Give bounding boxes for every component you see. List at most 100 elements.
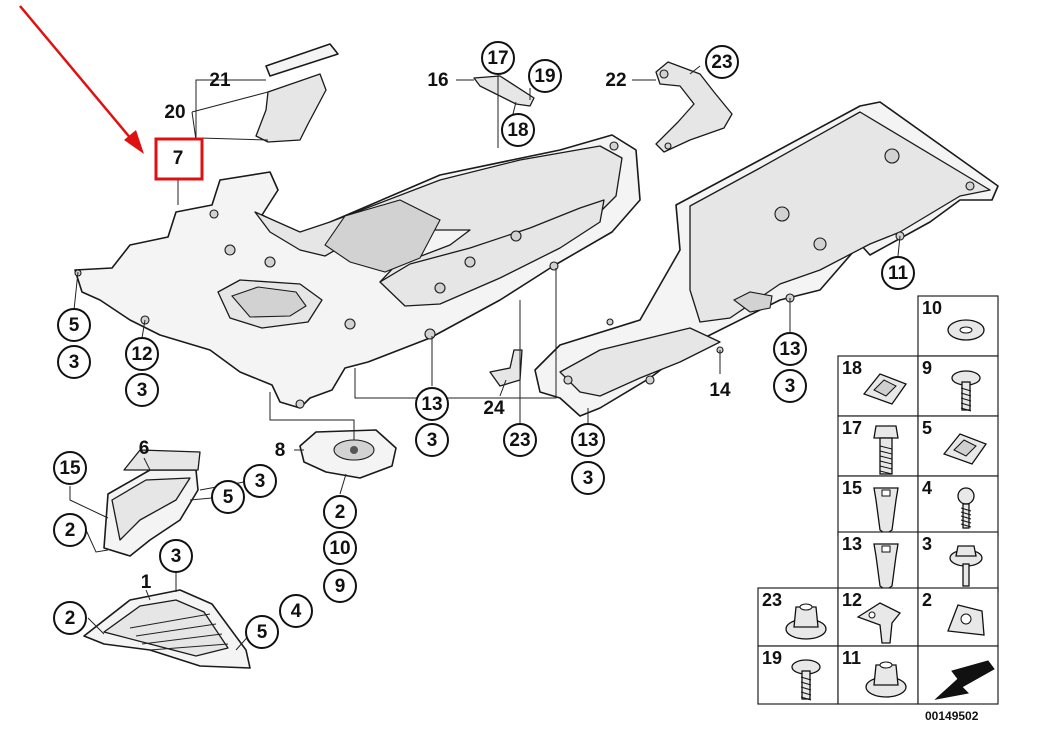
direction-arrow-icon (934, 660, 995, 700)
fastener-cell: 13 (837, 531, 919, 593)
callout-number: 4 (291, 601, 302, 622)
front-cover (83, 589, 251, 669)
fastener-cell: 15 (837, 475, 919, 537)
callout-circle (705, 45, 739, 79)
callout-3: 3 (415, 423, 449, 457)
callout-circle (571, 423, 605, 457)
collar-screw-icon (791, 659, 821, 701)
callout-number: 23 (509, 430, 530, 451)
fastener-cell: 9 (917, 355, 999, 417)
callout-number: 2 (65, 520, 76, 541)
fastener-number: 15 (842, 478, 862, 498)
callout-19: 19 (528, 59, 562, 93)
callout-number: 9 (335, 576, 346, 597)
callout-3: 3 (571, 461, 605, 495)
fastener-number: 17 (842, 418, 862, 438)
callout-circle (53, 513, 87, 547)
callout-circle (159, 539, 193, 573)
callout-number: 5 (257, 622, 268, 643)
fastener-number: 10 (922, 298, 942, 318)
callout-13: 13 (773, 332, 807, 366)
clip-nut-icon (947, 604, 985, 636)
bracket-large (655, 61, 733, 153)
callout-circle (243, 464, 277, 498)
fastener-cell: 17 (837, 415, 919, 477)
callout-3: 3 (773, 369, 807, 403)
callout-circle (245, 615, 279, 649)
fastener-cell: 23 (757, 587, 839, 647)
fastener-number: 12 (842, 590, 862, 610)
fastener-number: 19 (762, 648, 782, 668)
fastener-cell: 12 (837, 587, 919, 647)
callout-3: 3 (159, 539, 193, 573)
callout-5: 5 (245, 615, 279, 649)
callout-3: 3 (57, 345, 91, 379)
callout-22: 22 (605, 70, 626, 91)
fastener-cell: 4 (917, 475, 999, 537)
callout-circle (323, 495, 357, 529)
callout-23: 23 (503, 423, 537, 457)
callout-13: 13 (415, 387, 449, 421)
fastener-number: 4 (922, 478, 932, 498)
callout-circle (503, 423, 537, 457)
callout-number: 6 (139, 438, 150, 459)
fastener-number: 11 (842, 648, 861, 668)
callout-number: 1 (141, 572, 152, 593)
collar-nut-icon (785, 603, 827, 640)
callout-9: 9 (323, 569, 357, 603)
callout-3: 3 (125, 373, 159, 407)
callout-number: 2 (65, 608, 76, 629)
callout-number: 3 (785, 376, 796, 397)
fastener-number: 2 (922, 590, 932, 610)
jack-pad-cover (299, 429, 397, 479)
wheel-arch-shield (103, 449, 201, 557)
callout-circle (323, 531, 357, 565)
callout-number: 10 (329, 538, 350, 559)
callout-circle (125, 373, 159, 407)
callout-5: 5 (211, 480, 245, 514)
callout-number: 5 (223, 487, 234, 508)
callout-circle (773, 369, 807, 403)
callout-10: 10 (323, 531, 357, 565)
callout-circle (501, 113, 535, 147)
callout-number: 21 (209, 70, 231, 91)
support-bracket (489, 349, 523, 387)
callout-circle (323, 569, 357, 603)
callout-number: 13 (779, 339, 800, 360)
fastener-cell: 10 (917, 295, 999, 357)
fastener-cell (917, 645, 999, 705)
hex-screw-washer-icon (949, 545, 983, 587)
callout-2: 2 (53, 513, 87, 547)
callout-number: 24 (483, 398, 505, 419)
fastener-cell-border (757, 645, 839, 705)
callout-circle (57, 308, 91, 342)
drawing-number: 00149502 (925, 709, 979, 723)
callout-2: 2 (323, 495, 357, 529)
fastener-number: 18 (842, 358, 862, 378)
callout-number: 2 (335, 502, 346, 523)
spring-nut-icon (862, 373, 908, 405)
callout-24: 24 (483, 398, 505, 419)
callout-23: 23 (705, 45, 739, 79)
highlight-box (154, 137, 204, 181)
callout-number: 19 (534, 66, 555, 87)
callout-number: 5 (69, 315, 80, 336)
callout-2: 2 (53, 601, 87, 635)
callout-16: 16 (427, 70, 448, 91)
callout-8: 8 (275, 440, 286, 461)
callout-circle (528, 59, 562, 93)
underbody-panel-front (74, 134, 641, 409)
plastic-clip-icon (856, 602, 902, 644)
callout-number: 3 (69, 352, 80, 373)
spring-nut-icon (942, 433, 988, 465)
callout-18: 18 (501, 113, 535, 147)
fastener-number: 3 (922, 534, 932, 554)
callout-circle (773, 332, 807, 366)
callout-13: 13 (571, 423, 605, 457)
tapping-screw-icon (957, 487, 975, 529)
callout-circle (415, 423, 449, 457)
callout-circle (481, 41, 515, 75)
callout-number: 17 (487, 48, 508, 69)
fastener-number: 5 (922, 418, 932, 438)
